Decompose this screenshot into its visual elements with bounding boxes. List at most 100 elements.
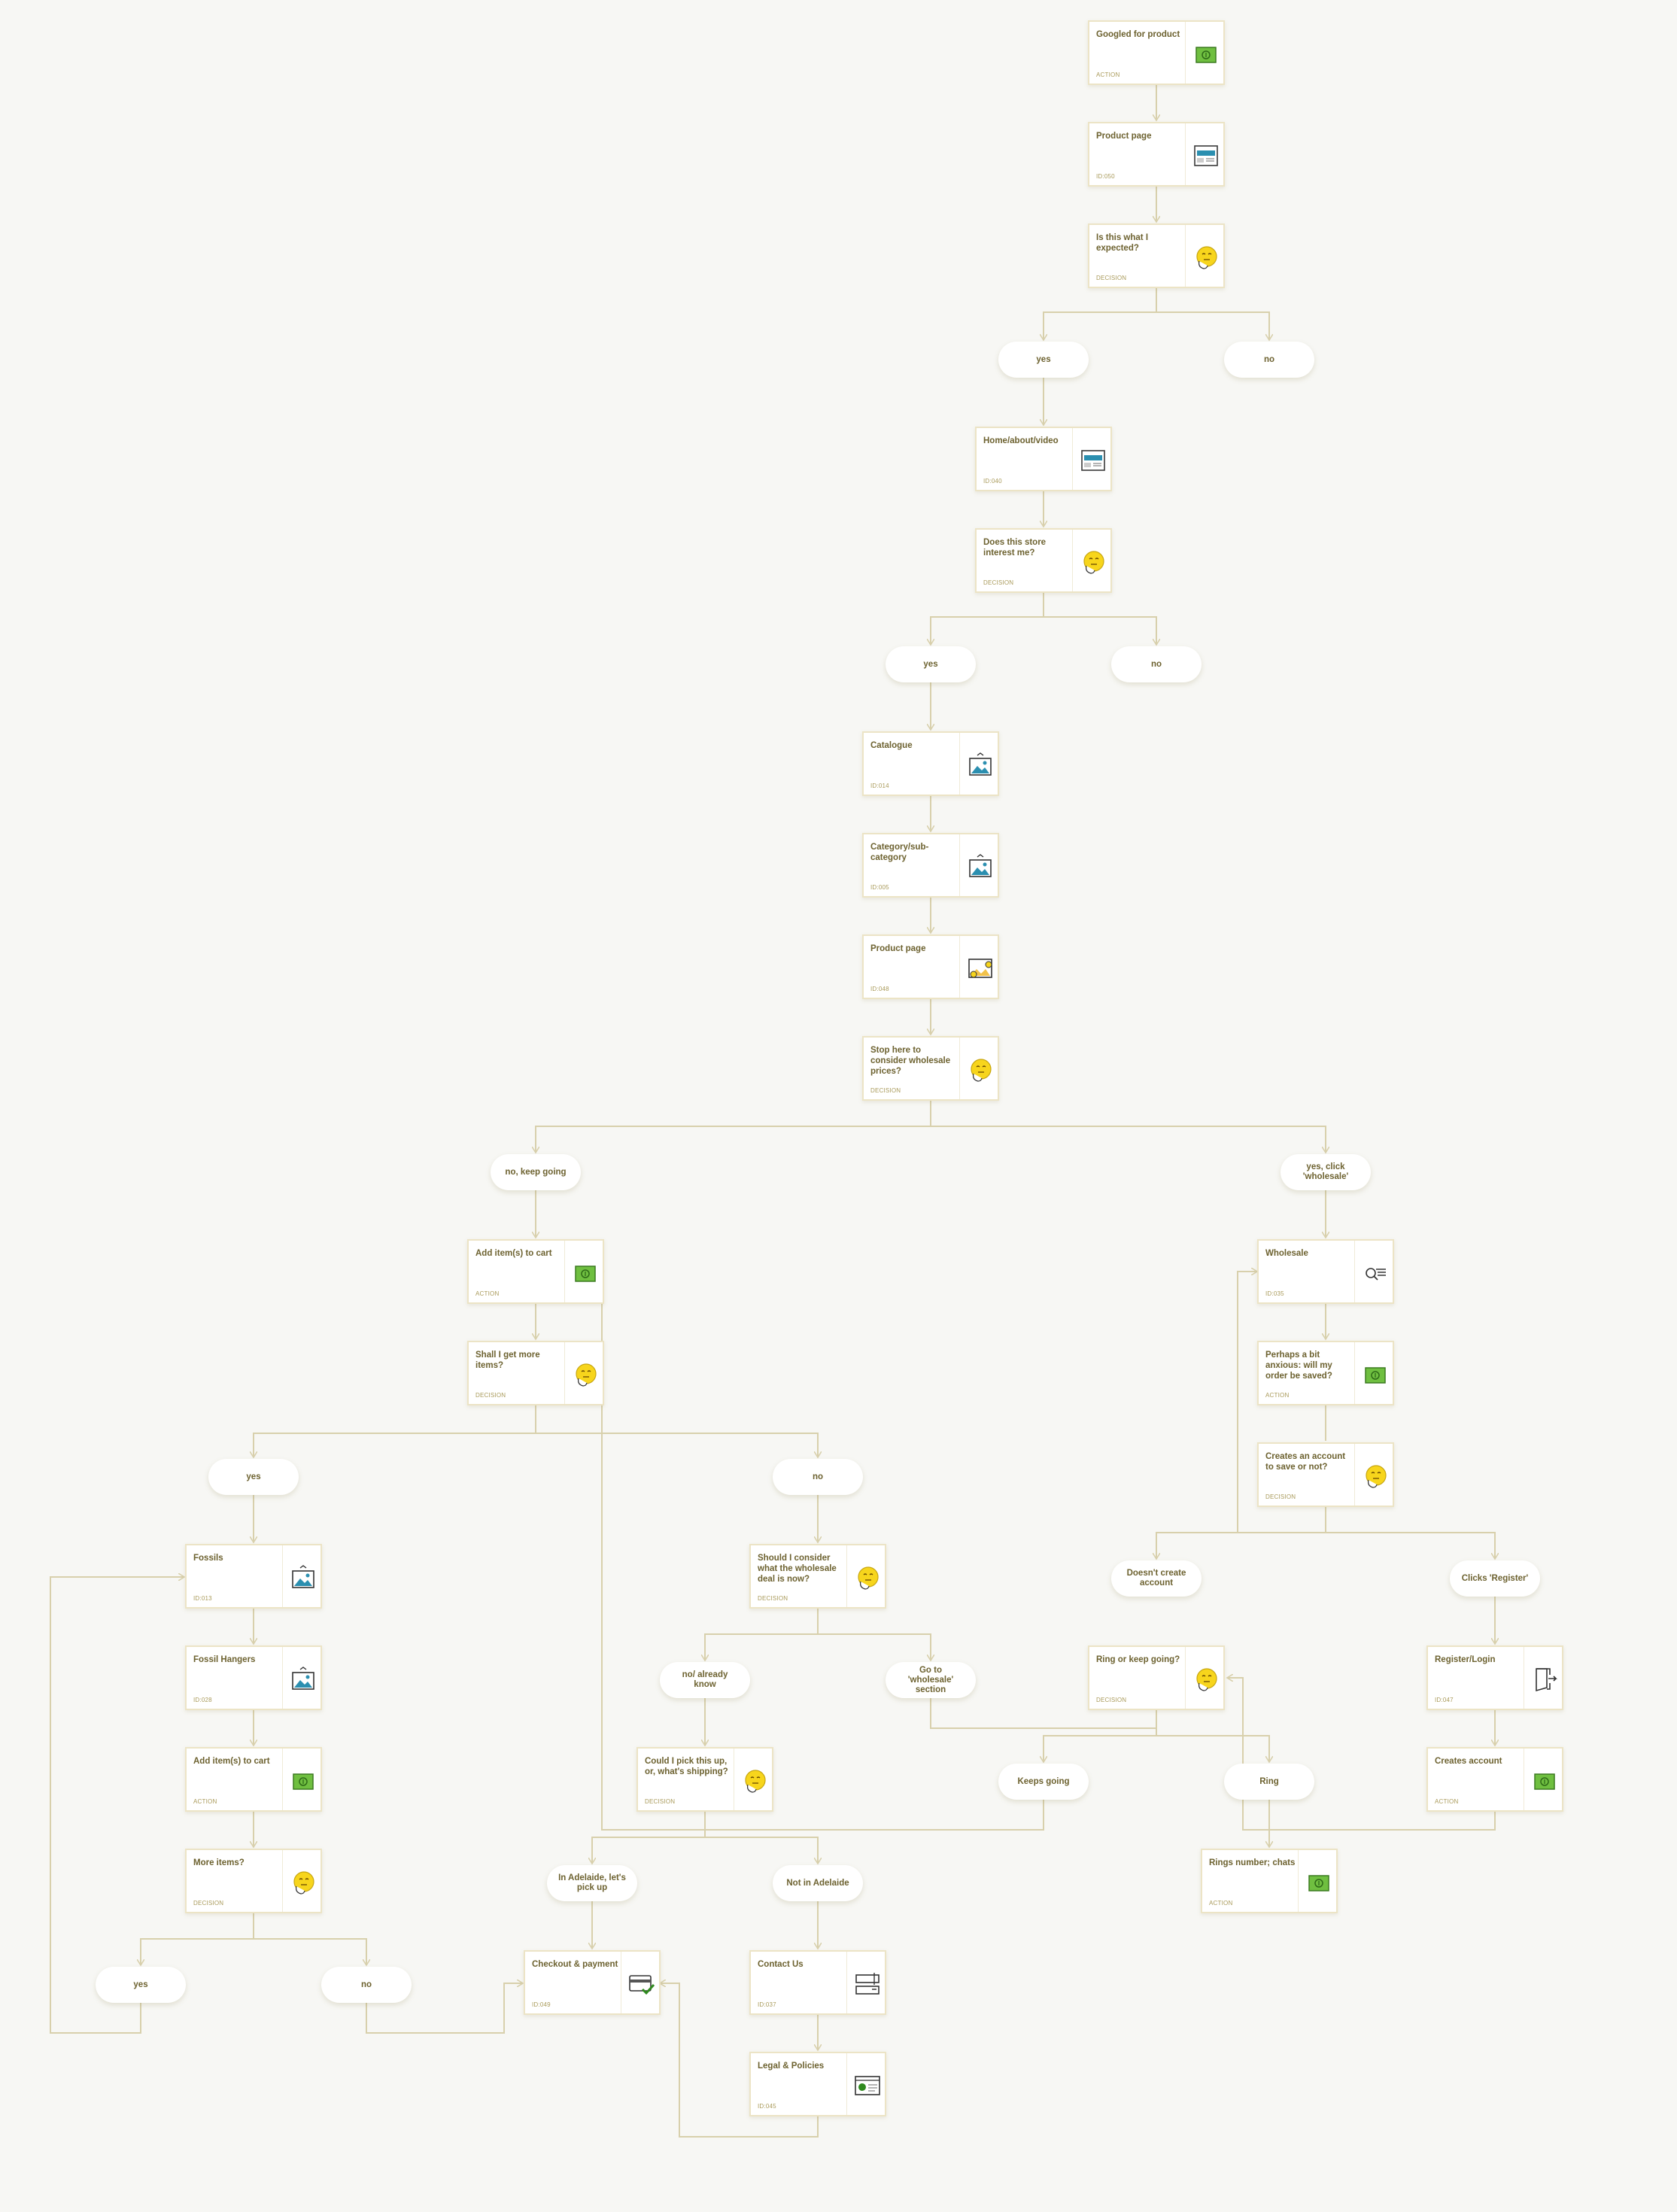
card-title: Rings number; chats <box>1209 1858 1296 1867</box>
thinking-face-icon <box>971 1059 992 1082</box>
card-divider <box>1354 1444 1355 1506</box>
flow-card[interactable]: Creates an account to save or not? DECIS… <box>1257 1442 1394 1507</box>
card-divider <box>564 1241 565 1302</box>
branch-pill-no[interactable]: no <box>773 1459 863 1495</box>
card-title: Checkout & payment <box>532 1960 618 1969</box>
branch-pill-keep-going[interactable]: no, keep going <box>491 1154 581 1190</box>
money-icon <box>1195 47 1217 63</box>
flow-card[interactable]: Add item(s) to cart ACTION <box>467 1239 604 1304</box>
flow-card[interactable]: Wholesale ID:035 <box>1257 1239 1394 1304</box>
card-divider <box>1072 428 1073 490</box>
card-tag: DECISION <box>1096 1697 1127 1703</box>
card-divider <box>1354 1342 1355 1404</box>
branch-pill-no[interactable]: no <box>1111 646 1202 682</box>
flow-card[interactable]: Add item(s) to cart ACTION <box>185 1747 322 1812</box>
branch-pill-wholesale[interactable]: yes, click 'wholesale' <box>1281 1154 1371 1190</box>
card-tag: DECISION <box>983 579 1014 586</box>
card-tag: ACTION <box>1209 1900 1233 1907</box>
flow-card[interactable]: Fossil Hangers ID:028 <box>185 1645 322 1710</box>
money-icon <box>575 1266 596 1282</box>
branch-pill-no[interactable]: no <box>1224 342 1314 378</box>
card-title: Contact Us <box>758 1960 804 1969</box>
flow-card[interactable]: Ring or keep going? DECISION <box>1088 1645 1225 1710</box>
flow-card[interactable]: Product page ID:050 <box>1088 122 1225 187</box>
flow-card[interactable]: Googled for product ACTION <box>1088 20 1225 85</box>
card-divider <box>959 1038 960 1099</box>
card-tag: ID:014 <box>870 782 889 789</box>
branch-pill-pick-up[interactable]: In Adelaide, let's pick up <box>547 1865 637 1901</box>
contact-form-icon <box>855 1973 880 1995</box>
image-icon <box>969 854 992 877</box>
card-divider <box>846 2053 847 2115</box>
card-tag: DECISION <box>193 1900 224 1907</box>
card-tag: DECISION <box>870 1087 901 1094</box>
card-tag: DECISION <box>1265 1493 1296 1500</box>
card-title: Shall I get more items? <box>475 1351 540 1370</box>
search-list-icon <box>1366 1268 1386 1281</box>
card-title: Home/about/video <box>983 436 1059 445</box>
card-tag: ACTION <box>1435 1798 1459 1805</box>
image-icon <box>292 1565 314 1588</box>
flow-card[interactable]: Perhaps a bit anxious: will my order be … <box>1257 1341 1394 1405</box>
branch-pill-wholesale-section[interactable]: Go to 'wholesale' section <box>886 1662 976 1698</box>
flow-card[interactable]: Category/sub-category ID:005 <box>862 833 999 898</box>
card-divider <box>1354 1241 1355 1302</box>
card-divider <box>846 1952 847 2013</box>
flow-card[interactable]: Fossils ID:013 <box>185 1544 322 1609</box>
branch-pill-already-know[interactable]: no/ already know <box>660 1662 750 1698</box>
flow-card[interactable]: Does this store interest me? DECISION <box>975 528 1112 593</box>
flow-card[interactable]: Product page ID:048 <box>862 934 999 999</box>
branch-pill-ring[interactable]: Ring <box>1224 1764 1314 1800</box>
image-icon <box>292 1667 314 1690</box>
card-divider <box>846 1545 847 1607</box>
card-divider <box>1298 1850 1299 1912</box>
branch-pill-no[interactable]: no <box>321 1967 412 2003</box>
flow-card[interactable]: Legal & Policies ID:045 <box>749 2052 886 2116</box>
branch-pill-yes[interactable]: yes <box>96 1967 186 2003</box>
card-divider <box>1185 123 1186 185</box>
branch-pill-yes[interactable]: yes <box>998 342 1089 378</box>
card-tag: ID:005 <box>870 884 889 891</box>
thinking-face-icon <box>1083 551 1104 574</box>
flow-card[interactable]: Stop here to consider wholesale prices? … <box>862 1036 999 1101</box>
branch-pill-yes[interactable]: yes <box>886 646 976 682</box>
card-title: Googled for product <box>1096 30 1180 39</box>
thinking-face-icon <box>1196 246 1217 269</box>
card-divider <box>1185 1647 1186 1709</box>
card-tag: ID:050 <box>1096 173 1115 180</box>
card-tag: ID:013 <box>193 1595 212 1602</box>
flow-card[interactable]: Catalogue ID:014 <box>862 731 999 796</box>
card-tag: ACTION <box>1096 71 1120 78</box>
webpage-icon <box>1194 145 1218 166</box>
flow-card[interactable]: Is this what I expected? DECISION <box>1088 223 1225 288</box>
flow-card[interactable]: Shall I get more items? DECISION <box>467 1341 604 1405</box>
login-door-icon <box>1536 1668 1557 1692</box>
webpage-icon <box>1081 450 1105 471</box>
card-tag: ACTION <box>1265 1392 1290 1399</box>
branch-pill-yes[interactable]: yes <box>208 1459 299 1495</box>
card-title: Ring or keep going? <box>1096 1655 1180 1664</box>
thinking-face-icon <box>745 1770 766 1793</box>
flow-card[interactable]: Rings number; chats ACTION <box>1201 1849 1338 1913</box>
branch-pill-register[interactable]: Clicks 'Register' <box>1450 1560 1540 1597</box>
branch-pill-keeps-going[interactable]: Keeps going <box>998 1764 1089 1800</box>
flow-card[interactable]: Should I consider what the wholesale dea… <box>749 1544 886 1609</box>
card-title: Creates account <box>1435 1757 1502 1766</box>
money-icon <box>1534 1773 1555 1790</box>
card-divider <box>282 1647 283 1709</box>
flow-card[interactable]: Could I pick this up, or, what's shippin… <box>636 1747 773 1812</box>
card-tag: ID:028 <box>193 1697 212 1703</box>
card-divider <box>1072 530 1073 591</box>
flow-card[interactable]: Home/about/video ID:040 <box>975 427 1112 491</box>
flow-card[interactable]: Creates account ACTION <box>1426 1747 1563 1812</box>
card-divider <box>282 1545 283 1607</box>
money-icon <box>1308 1875 1329 1891</box>
flow-card[interactable]: Checkout & payment ID:049 <box>524 1950 661 2015</box>
flow-card[interactable]: More items? DECISION <box>185 1849 322 1913</box>
flow-card[interactable]: Contact Us ID:037 <box>749 1950 886 2015</box>
branch-pill-no-account[interactable]: Doesn't create account <box>1111 1560 1202 1597</box>
card-divider <box>959 834 960 896</box>
branch-pill-not-adelaide[interactable]: Not in Adelaide <box>773 1865 863 1901</box>
flow-card[interactable]: Register/Login ID:047 <box>1426 1645 1563 1710</box>
card-title: Could I pick this up, or, what's shippin… <box>645 1757 728 1776</box>
